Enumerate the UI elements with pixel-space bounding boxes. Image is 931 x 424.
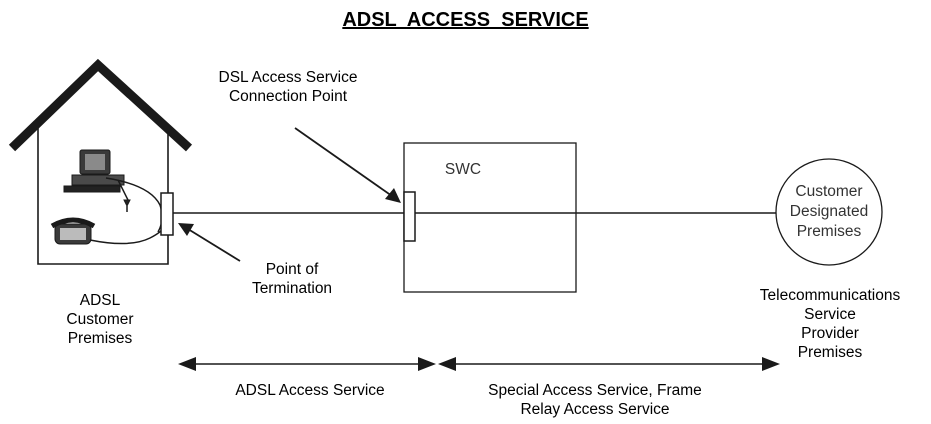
adsl-customer-premises-label: ADSL Customer Premises — [50, 291, 150, 348]
adsl-customer-label-line1: ADSL — [79, 292, 121, 309]
termination-pointer — [178, 223, 241, 262]
telecom-label-line2: Service — [804, 306, 856, 323]
adsl-customer-label-line2: Customer — [66, 311, 134, 328]
adsl-access-service-label: ADSL Access Service — [235, 382, 385, 399]
connection-point-label-line2: Connection Point — [228, 88, 348, 105]
connection-point-box — [403, 191, 416, 242]
special-access-span-arrow — [438, 357, 780, 371]
customer-designated-label-line2: Designated — [789, 203, 869, 220]
swc-label: SWC — [444, 161, 482, 178]
special-access-label-line1: Special Access Service, Frame — [488, 382, 702, 399]
point-of-termination-label-line1: Point of — [265, 261, 319, 278]
connection-point-label-line1: DSL Access Service — [218, 69, 358, 86]
telephone-icon — [50, 217, 96, 245]
connection-point-pointer — [294, 127, 401, 203]
customer-designated-circle — [775, 158, 883, 266]
customer-designated-label: Customer Designated Premises — [779, 182, 879, 242]
telecom-label-line3: Provider — [801, 325, 859, 342]
swc-box — [403, 142, 577, 293]
point-of-termination-label-line2: Termination — [251, 280, 333, 297]
customer-designated-label-line3: Premises — [796, 223, 862, 240]
telecom-provider-premises-label: Telecommunications Service Provider Prem… — [735, 286, 925, 362]
adsl-customer-label-line3: Premises — [67, 330, 133, 347]
customer-designated-label-line1: Customer — [795, 183, 863, 200]
telecom-label-line4: Premises — [797, 344, 863, 361]
termination-box — [160, 192, 174, 236]
telecom-label-line1: Telecommunications — [759, 287, 901, 304]
special-access-service-label: Special Access Service, Frame Relay Acce… — [455, 381, 735, 419]
point-of-termination-label: Point of Termination — [232, 260, 352, 298]
computer-icon — [63, 149, 131, 212]
diagram-title: ADSL ACCESS SERVICE — [342, 9, 589, 31]
special-access-label-line2: Relay Access Service — [520, 401, 670, 418]
connection-point-label: DSL Access Service Connection Point — [178, 68, 398, 106]
adsl-access-span-arrow — [178, 357, 436, 371]
